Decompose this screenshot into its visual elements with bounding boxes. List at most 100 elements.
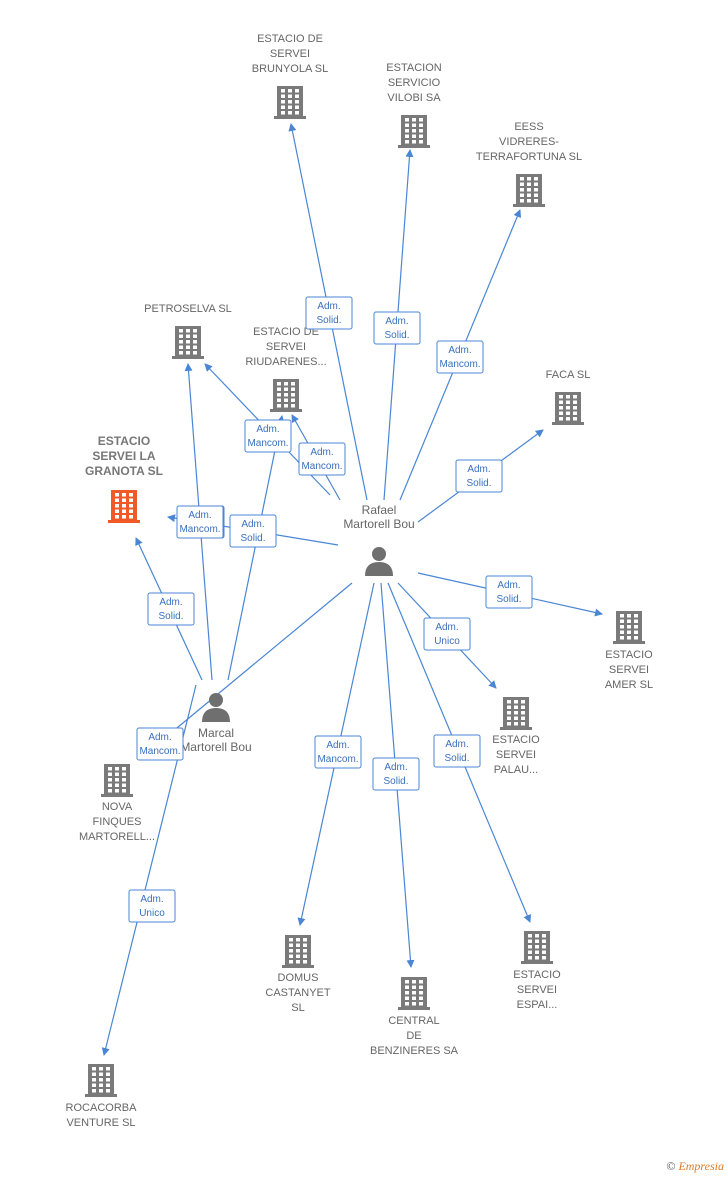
company-riudarenes-label: RIUDARENES... [245, 356, 326, 368]
company-domus-icon[interactable] [282, 935, 314, 968]
role-text: Adm. [326, 740, 349, 751]
company-granota-label: GRANOTA SL [85, 464, 163, 478]
role-text: Adm. [148, 732, 171, 743]
role-text: Adm. [256, 424, 279, 435]
role-box-rafael-petroselva[interactable]: Adm. Mancom. [244, 419, 292, 453]
role-text: Solid. [466, 478, 491, 489]
role-text: Unico [139, 908, 165, 919]
watermark: © Empresia [666, 1159, 724, 1174]
company-central-label: BENZINERES SA [370, 1045, 459, 1057]
role-box-rafael-vilobi[interactable]: Adm. Solid. [373, 311, 421, 345]
role-box-rafael-vidreres[interactable]: Adm. Mancom. [436, 340, 484, 374]
role-box-marcal-granota[interactable]: Adm.Solid. [147, 592, 195, 626]
company-petroselva-label: PETROSELVA SL [144, 303, 232, 315]
company-domus-label: DOMUS [278, 972, 319, 984]
role-box-rafael-palau[interactable]: Adm.Unico [423, 617, 471, 651]
edge-rafael-nova [159, 582, 353, 743]
company-espai-label: ESPAI... [517, 999, 558, 1011]
company-amer-label: SERVEI [609, 664, 649, 676]
company-faca-label: FACA SL [546, 369, 591, 381]
company-riudarenes-icon[interactable] [270, 379, 302, 412]
company-vilobi-label: SERVICIO [388, 77, 441, 89]
role-box-rafael-central[interactable]: Adm. Solid. [372, 757, 420, 791]
company-rocacorba-icon[interactable] [85, 1064, 117, 1097]
company-riudarenes-label: ESTACIO DE [253, 326, 319, 338]
role-box-marcal-rocacorba[interactable]: Adm. Unico [128, 889, 176, 923]
company-palau-label: PALAU... [494, 764, 538, 776]
company-palau-label: ESTACIO [492, 734, 540, 746]
company-rocacorba-label: ROCACORBA [66, 1102, 138, 1114]
role-text: Mancom. [317, 754, 358, 765]
company-vilobi-icon[interactable] [398, 115, 430, 148]
role-text: Adm. [384, 762, 407, 773]
role-text: Adm. [467, 464, 490, 475]
company-brunyola-label: BRUNYOLA SL [252, 63, 328, 75]
role-box-rafael-faca[interactable]: Adm. Solid. [455, 459, 503, 493]
company-vidreres-icon[interactable] [513, 174, 545, 207]
role-text: Adm. [140, 894, 163, 905]
role-text: Solid. [383, 776, 408, 787]
company-domus-label: SL [291, 1002, 304, 1014]
role-text: Unico [434, 636, 460, 647]
role-box-rafael-riudarenes[interactable]: Adm. Mancom. [298, 442, 346, 476]
role-text: Solid. [240, 533, 265, 544]
role-box-rafael-espai[interactable]: Adm. Solid. [433, 734, 481, 768]
company-vidreres-label: VIDRERES- [499, 136, 559, 148]
company-nova-icon[interactable] [101, 764, 133, 797]
role-box-rafael-brunyola[interactable]: Adm. Solid. [305, 296, 353, 330]
role-box-rafael-amer[interactable]: Adm. Solid. [485, 575, 533, 609]
role-box-marcal-riudarenes[interactable]: Adm. Solid. [229, 514, 277, 548]
role-text: Solid. [496, 594, 521, 605]
company-espai-icon[interactable] [521, 931, 553, 964]
role-text: Adm. [188, 510, 211, 521]
role-text: Mancom. [139, 746, 180, 757]
company-vilobi-label: VILOBI SA [387, 92, 441, 104]
company-rocacorba-label: VENTURE SL [66, 1117, 135, 1129]
person-marcal-label: Marcal [198, 726, 234, 740]
company-domus-label: CASTANYET [265, 987, 330, 999]
role-box-rafael-nova[interactable]: Adm. Mancom. [136, 727, 184, 761]
person-rafael-label: Rafael [362, 503, 397, 517]
role-text: Solid. [444, 753, 469, 764]
role-text: Solid. [158, 611, 183, 622]
company-amer-label: AMER SL [605, 679, 653, 691]
company-faca-icon[interactable] [552, 392, 584, 425]
company-espai-label: SERVEI [517, 984, 557, 996]
role-text: Adm. [445, 739, 468, 750]
company-nova-label: FINQUES [93, 816, 142, 828]
company-amer-icon[interactable] [613, 611, 645, 644]
company-central-icon[interactable] [398, 977, 430, 1010]
company-central-label: DE [406, 1030, 421, 1042]
role-text: Mancom. [247, 438, 288, 449]
company-brunyola-icon[interactable] [274, 86, 306, 119]
role-box-marcal-petroselva[interactable]: Adm.Mancom. [176, 505, 224, 539]
company-vidreres-label: TERRAFORTUNA SL [476, 151, 582, 163]
company-amer-label: ESTACIO [605, 649, 653, 661]
role-text: Adm. [385, 316, 408, 327]
role-text: Mancom. [301, 461, 342, 472]
company-granota-label: SERVEI LA [92, 449, 155, 463]
company-brunyola-label: ESTACIO DE [257, 33, 323, 45]
person-marcal-icon[interactable] [202, 693, 230, 722]
company-palau-label: SERVEI [496, 749, 536, 761]
edge-marcal-riudarenes [227, 415, 285, 681]
person-rafael-label: Martorell Bou [343, 517, 414, 531]
role-text: Adm. [241, 519, 264, 530]
company-riudarenes-label: SERVEI [266, 341, 306, 353]
company-palau-icon[interactable] [500, 697, 532, 730]
company-nova-label: NOVA [102, 801, 133, 813]
role-text: Adm. [317, 301, 340, 312]
role-text: Adm. [497, 580, 520, 591]
role-text: Solid. [316, 315, 341, 326]
role-box-rafael-domus[interactable]: Adm. Mancom. [314, 735, 362, 769]
company-nova-label: MARTORELL... [79, 831, 155, 843]
person-rafael-icon[interactable] [365, 547, 393, 576]
role-text: Mancom. [439, 359, 480, 370]
company-granota-icon[interactable] [108, 490, 140, 523]
role-text: Solid. [384, 330, 409, 341]
role-text: Adm. [310, 447, 333, 458]
company-petroselva-icon[interactable] [172, 326, 204, 359]
copyright-symbol: © [666, 1159, 676, 1173]
role-text: Adm. [448, 345, 471, 356]
